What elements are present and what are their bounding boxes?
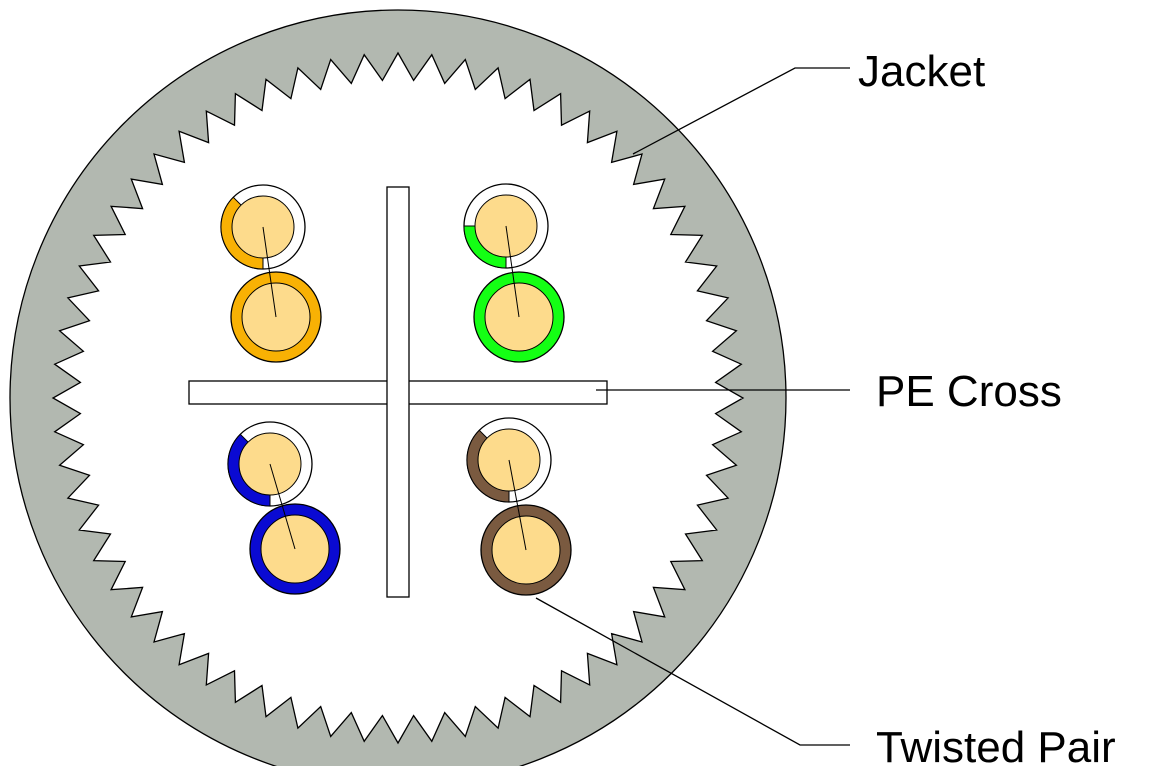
twisted-pair-callout: Twisted Pair [535,597,1116,766]
twisted-pairs [220,183,572,596]
pair-orange-twist-line [262,226,277,318]
pair-blue-twist-line [269,463,296,550]
twisted-pair-label: Twisted Pair [876,723,1116,766]
pair-orange [220,184,322,363]
jacket-callout: Jacket [632,47,985,155]
jacket-leader-line [632,67,850,155]
pe-cross-callout: PE Cross [596,367,1062,416]
pe-cross [188,186,608,598]
twisted-pair-leader-line [535,597,850,746]
pe-cross-label: PE Cross [876,367,1062,416]
jacket-label: Jacket [858,47,985,96]
pair-blue [227,421,341,595]
pair-green [463,183,565,363]
pe-cross-center [388,382,408,403]
pair-brown-twist-line [508,459,527,551]
pair-green-twist-line [505,225,520,318]
pair-brown [466,417,572,596]
